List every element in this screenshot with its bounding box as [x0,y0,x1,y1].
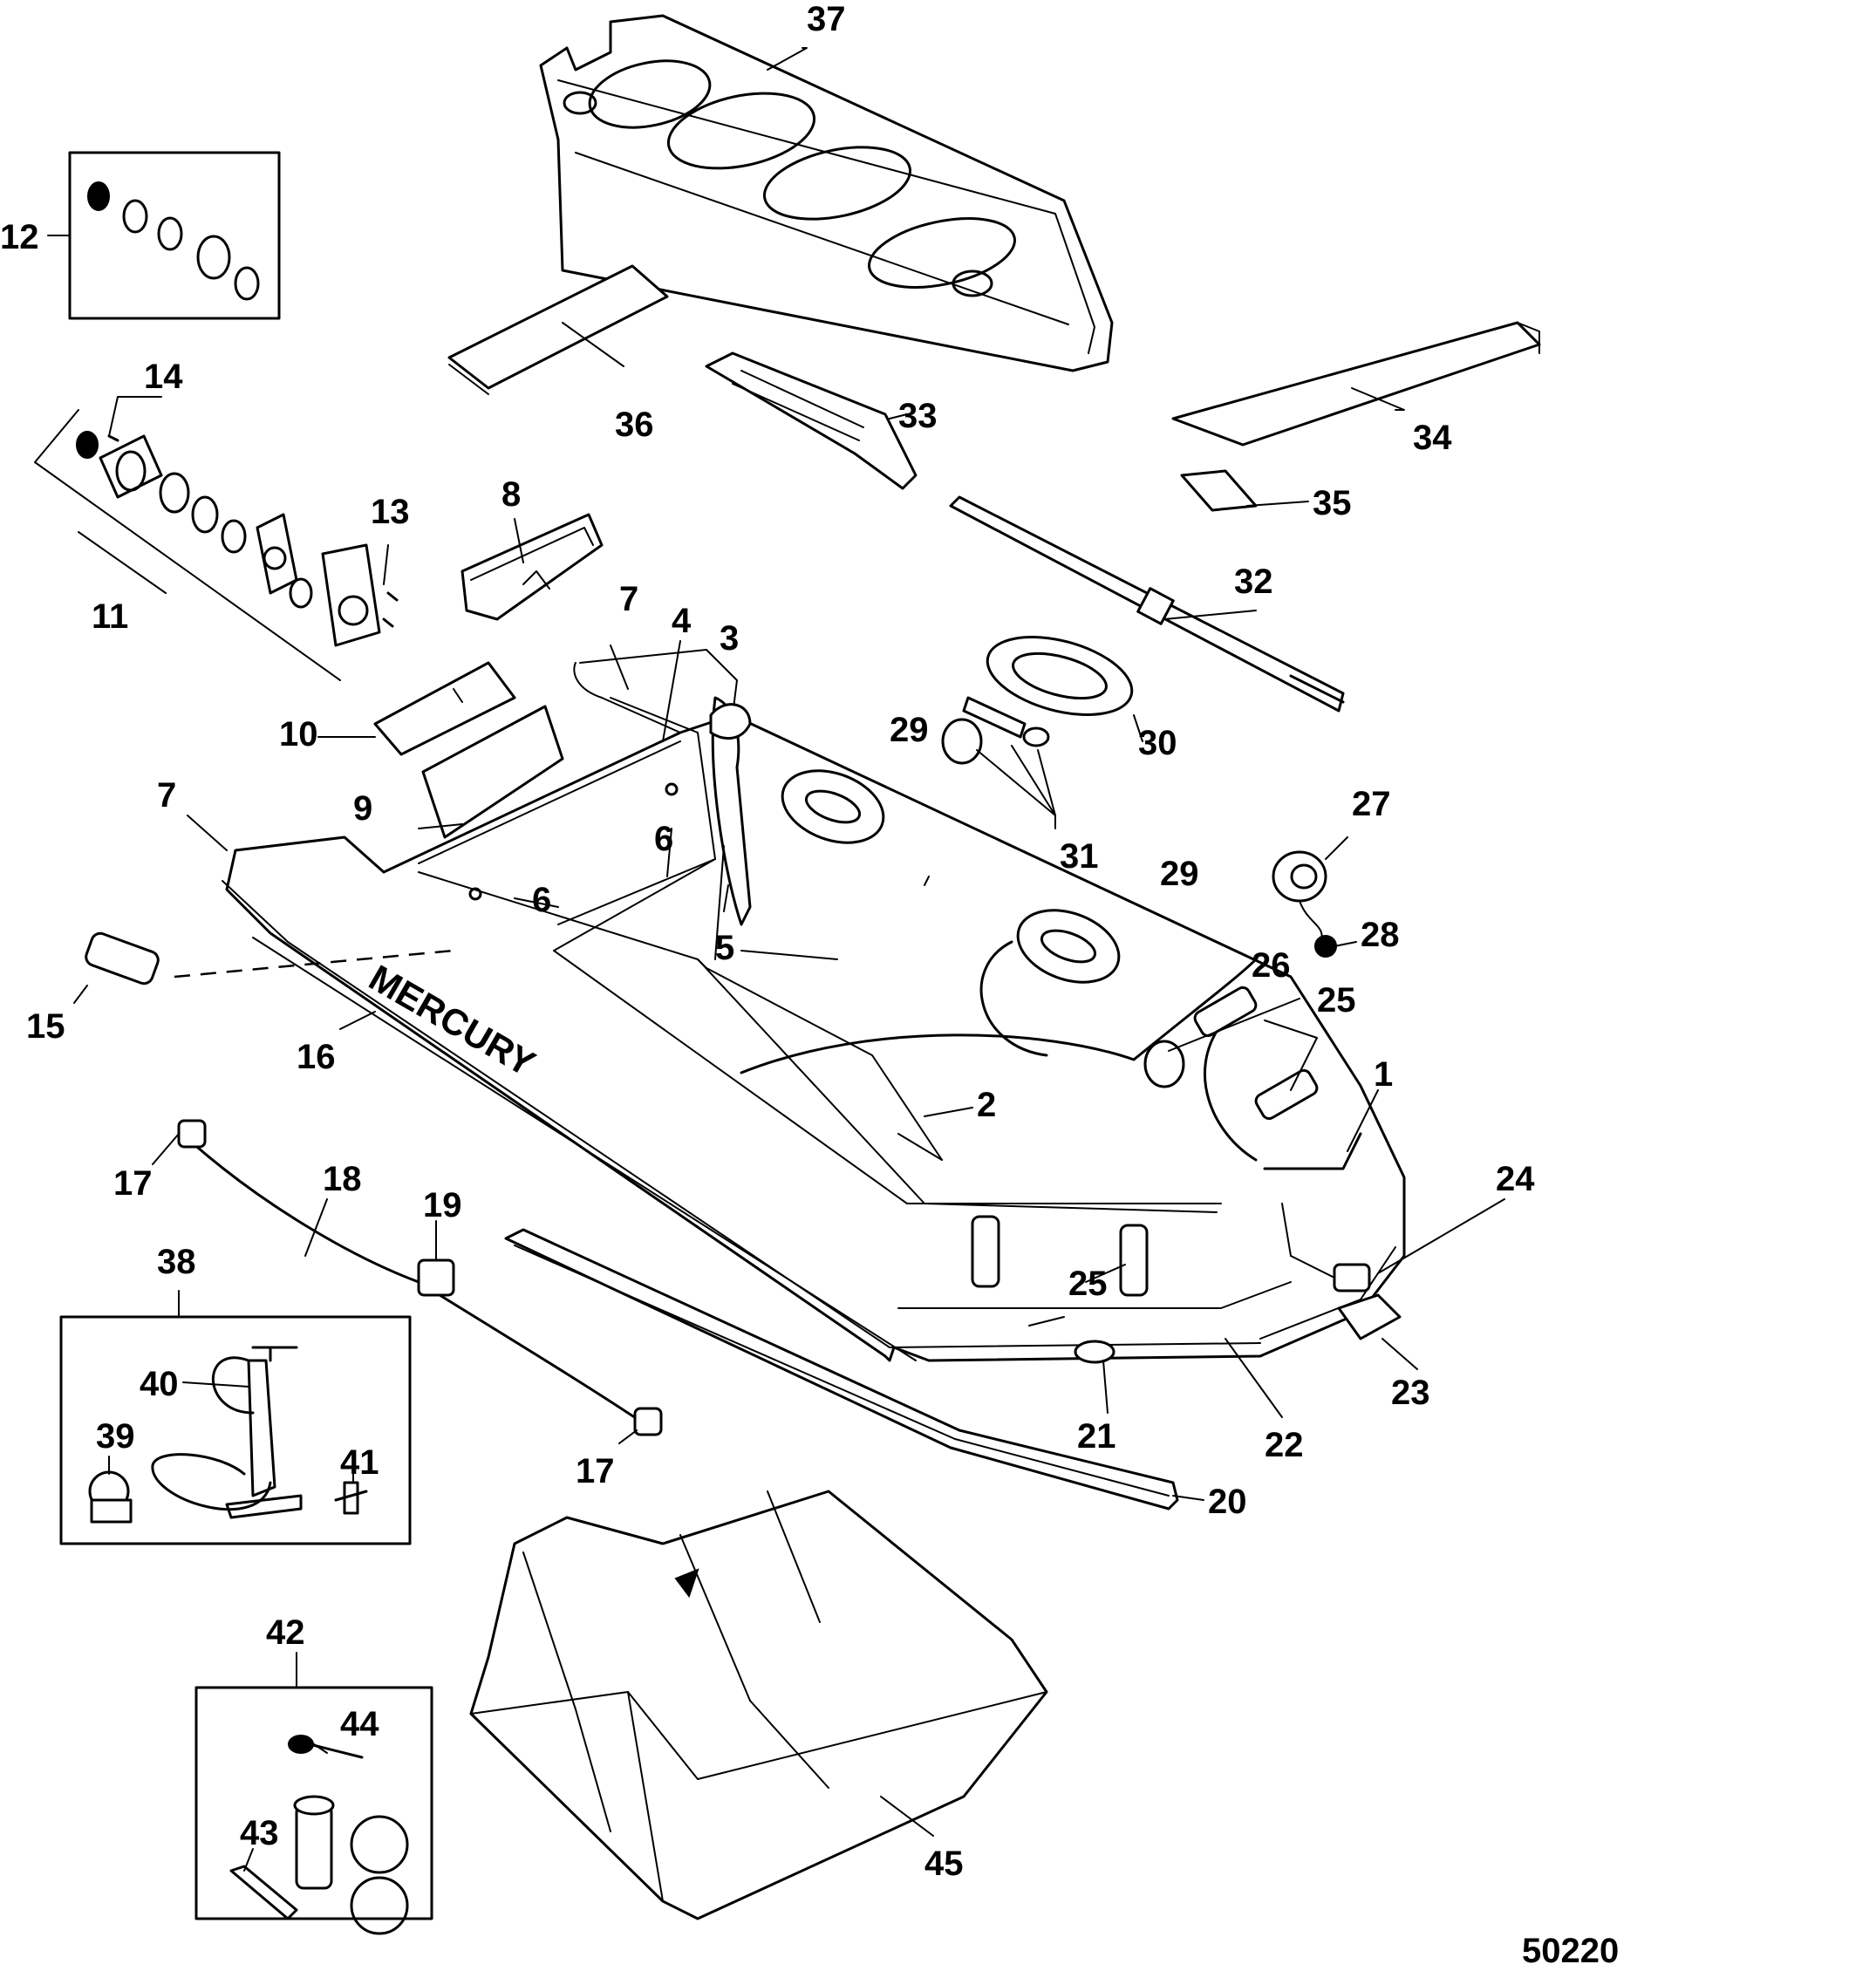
callout-38: 38 [157,1243,196,1281]
callout-10: 10 [279,715,318,754]
callout-25a: 25 [1317,981,1356,1020]
part-26-hull-valve [1143,1040,1185,1088]
callout-18: 18 [323,1160,362,1198]
part-34-seat [1171,321,1541,447]
callout-40: 40 [140,1365,179,1403]
part-31-pins [941,696,1056,816]
part-35-bracket [1180,469,1258,512]
callout-31: 31 [1060,837,1099,876]
callout-5: 5 [715,929,734,967]
part-15-handle [85,931,454,986]
callout-19: 19 [423,1186,462,1224]
part-33-oar-blade [705,351,918,490]
callout-3: 3 [720,619,739,658]
callout-6b: 6 [532,881,551,919]
callout-8: 8 [501,475,521,514]
part-38-pump-kit-box [59,1315,412,1545]
callout-45: 45 [924,1845,964,1883]
part-6-drain-holes [468,782,679,901]
callout-32: 32 [1234,563,1273,601]
part-12-valve-kit-box [68,151,281,320]
callout-7b: 7 [157,776,176,815]
callout-26: 26 [1252,946,1291,985]
callout-22: 22 [1265,1426,1304,1464]
callout-33: 33 [898,397,938,435]
callout-7a: 7 [619,580,638,618]
callout-21: 21 [1077,1417,1116,1456]
part-9-transom-board [421,705,564,839]
callout-35: 35 [1313,484,1352,522]
part-28-cap [1299,900,1337,958]
callout-1: 1 [1374,1055,1393,1094]
part-8-transom-pad [460,513,604,621]
part-11-valve-assembly [34,409,381,681]
part-21-drain [1074,1340,1115,1364]
callout-27: 27 [1352,785,1391,823]
part-13-screws [382,591,399,628]
part-10-transom-strip [373,661,516,756]
callout-14: 14 [144,358,183,396]
callout-17b: 17 [576,1452,615,1490]
callout-29b: 29 [1160,855,1199,893]
part-29-handle-a [781,769,885,844]
part-30-oarlock [986,636,1134,716]
callout-17a: 17 [113,1164,153,1203]
part-27-valve [1272,850,1327,903]
part-5-floor [553,858,716,951]
part-24-tow-ring [1333,1263,1371,1292]
callout-16: 16 [297,1038,336,1076]
callout-28: 28 [1361,916,1400,954]
part-20-strake [504,1228,1179,1511]
callout-29a: 29 [890,711,929,749]
callout-37: 37 [807,0,846,38]
callout-20: 20 [1208,1483,1247,1521]
callout-30: 30 [1138,724,1177,762]
callout-23: 23 [1391,1374,1430,1412]
part-3-stern-cone [709,703,752,740]
callout-4: 4 [672,602,692,640]
part-14-screw [107,434,119,442]
callout-44: 44 [340,1705,379,1743]
callout-labels: 1 2 3 4 5 6 6 7 7 8 9 10 11 12 13 14 15 … [0,0,1535,1883]
callout-25b: 25 [1068,1265,1108,1303]
callout-11: 11 [92,597,128,636]
callout-15: 15 [26,1007,65,1046]
part-37-floor-panel [539,14,1114,372]
callout-36: 36 [615,406,654,444]
part-36-strip [447,264,669,395]
figure-number: 50220 [1522,1932,1619,1970]
part-25-handles [971,986,1319,1297]
callout-6a: 6 [654,820,673,858]
callout-12: 12 [0,218,39,256]
callout-13: 13 [371,493,410,531]
part-32-oar-shaft [949,495,1345,713]
part-23-plate [1337,1293,1402,1340]
callout-43: 43 [240,1814,279,1852]
part-29-handle-b [1016,909,1121,984]
callout-39: 39 [96,1417,135,1456]
callout-24: 24 [1496,1160,1535,1198]
part-2-keel [897,1133,943,1161]
callout-41: 41 [340,1443,379,1482]
callout-42: 42 [266,1613,305,1652]
part-1-inflatable-hull [222,649,1406,1362]
callout-9: 9 [353,789,372,828]
part-4-floor-edge [610,697,716,860]
leader-lines [47,47,1505,1872]
callout-2: 2 [977,1086,996,1124]
part-42-repair-kit-box [194,1686,433,1935]
callout-34: 34 [1413,419,1452,457]
